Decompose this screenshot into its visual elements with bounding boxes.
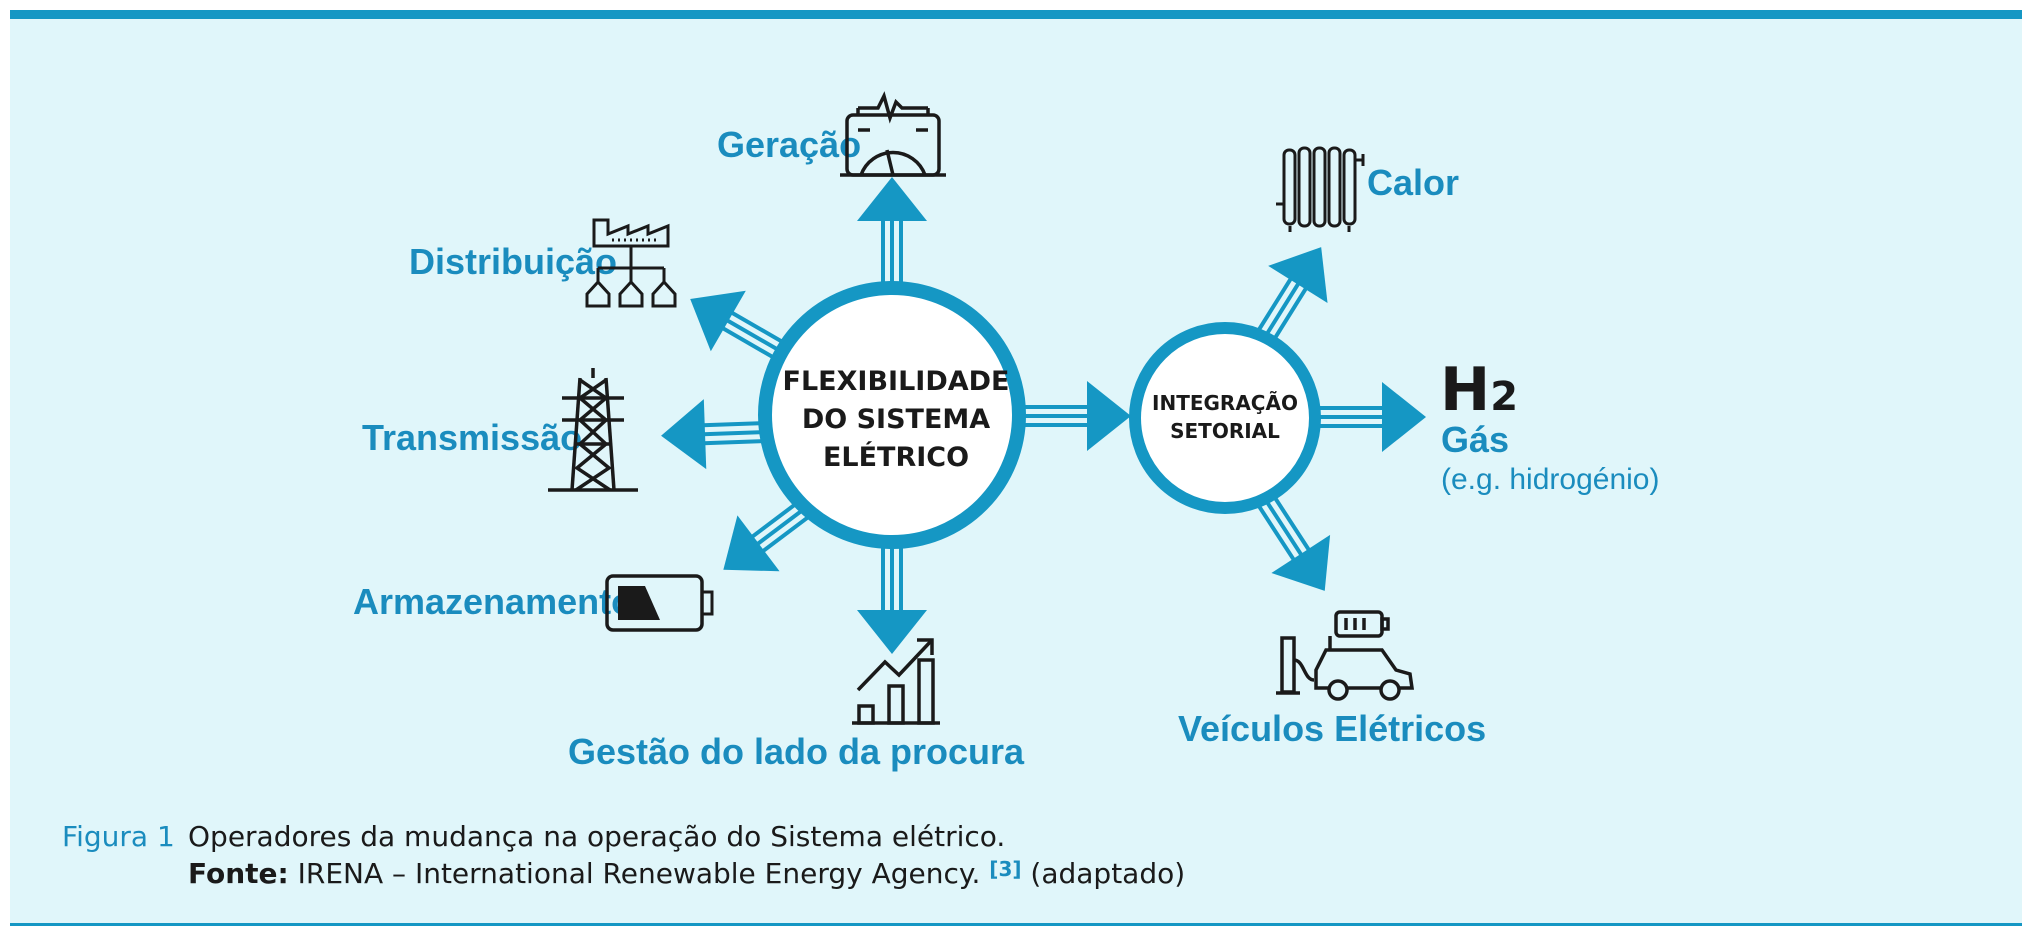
caption-reference[interactable]: [3] [989, 857, 1022, 881]
arrow-hub-right [1318, 380, 1428, 454]
label-distribuicao: Distribuição [409, 241, 617, 282]
arrow-down [855, 546, 929, 656]
figure-caption: Figura 1 Operadores da mudança na operaçã… [62, 818, 1185, 892]
center-line-2: DO SISTEMA [802, 404, 990, 435]
factory-distribution-icon [585, 218, 677, 308]
label-h2: H2 [1440, 355, 1518, 425]
transmission-tower-icon [548, 368, 638, 492]
arrow-up [855, 175, 929, 285]
caption-figure-number: Figura 1 [62, 820, 175, 853]
growth-chart-icon [852, 638, 940, 725]
caption-source: IRENA – International Renewable Energy A… [297, 857, 981, 890]
generator-icon [840, 91, 946, 177]
caption-suffix: (adaptado) [1030, 857, 1186, 890]
caption-text: Operadores da mudança na operação do Sis… [188, 820, 1006, 853]
caption-source-label: Fonte: [188, 857, 289, 890]
caption-line-2: Fonte: IRENA – International Renewable E… [62, 855, 1185, 892]
hub-line-1: INTEGRAÇÃO [1152, 391, 1298, 415]
center-line-3: ELÉTRICO [823, 441, 969, 473]
label-geracao: Geração [717, 124, 861, 165]
hub-line-2: SETORIAL [1170, 419, 1280, 443]
hub-circle [1129, 322, 1321, 514]
arrow-left [660, 397, 768, 471]
battery-icon [605, 574, 714, 632]
label-gas-note: (e.g. hidrogénio) [1441, 463, 1659, 496]
radiator-icon [1276, 146, 1365, 232]
label-gestao: Gestão do lado da procura [568, 731, 1025, 772]
label-transmissao: Transmissão [362, 417, 582, 458]
electric-vehicle-icon [1276, 610, 1415, 701]
arrow-to-hub [1023, 379, 1133, 453]
label-calor: Calor [1367, 162, 1459, 203]
caption-line-1: Figura 1 Operadores da mudança na operaçã… [62, 818, 1185, 855]
label-veiculos: Veículos Elétricos [1178, 708, 1486, 749]
label-armazenamento: Armazenamento [353, 581, 633, 622]
label-h2-subscript: 2 [1490, 374, 1518, 420]
center-line-1: FLEXIBILIDADE [783, 366, 1010, 397]
label-gas: Gás [1441, 419, 1509, 460]
center-circle [758, 281, 1026, 549]
figure-panel [10, 10, 2022, 926]
